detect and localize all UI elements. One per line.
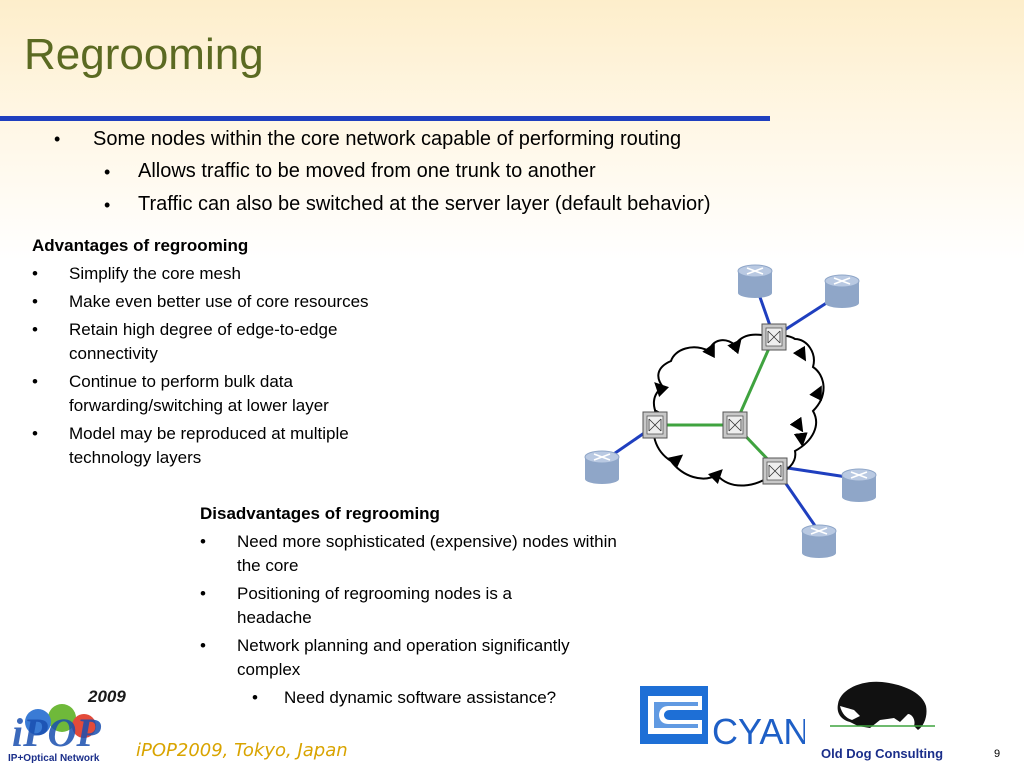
bullet-level2: Traffic can also be switched at the serv… (138, 193, 711, 215)
bullet-dot: • (54, 129, 61, 149)
optical-switch-icon (722, 411, 748, 439)
advantages-list: Advantages of regrooming •Simplify the c… (32, 236, 452, 474)
core-link (733, 336, 776, 426)
svg-text:IP+Optical Network: IP+Optical Network (8, 753, 100, 764)
page-number: 9 (994, 748, 1001, 760)
svg-text:iPOP: iPOP (12, 710, 101, 755)
access-link (778, 474, 822, 534)
optical-switch-icon (762, 457, 788, 485)
event-footer: iPOP2009, Tokyo, Japan (136, 740, 348, 761)
router-icon (841, 468, 877, 503)
list-item: •Model may be reproduced at multiple tec… (32, 424, 349, 467)
slide-title: Regrooming (24, 30, 264, 79)
disadvantages-list: Disadvantages of regrooming •Need more s… (200, 504, 640, 710)
optical-switch-icon (761, 323, 787, 351)
bullet-level2: Allows traffic to be moved from one trun… (138, 160, 596, 182)
title-rule (0, 116, 770, 121)
advantages-heading: Advantages of regrooming (32, 236, 249, 255)
company-name: Old Dog Consulting (821, 746, 944, 761)
optical-switch-icon (642, 411, 668, 439)
core-network-cloud (652, 333, 825, 487)
list-item: •Need more sophisticated (expensive) nod… (200, 532, 617, 575)
router-icon (584, 450, 620, 485)
disadvantages-heading: Disadvantages of regrooming (200, 504, 440, 523)
list-item: •Network planning and operation signific… (200, 636, 570, 679)
list-item: •Make even better use of core resources (32, 292, 369, 311)
list-item: •Continue to perform bulk data forwardin… (32, 372, 329, 415)
list-subitem: •Need dynamic software assistance? (252, 688, 557, 707)
router-icon (737, 264, 773, 299)
ipop-logo: 2009 iPOP IP+Optical Network (8, 687, 126, 764)
router-icon (824, 274, 860, 309)
bullet-level1: Some nodes within the core network capab… (93, 128, 682, 150)
list-item: •Simplify the core mesh (32, 264, 241, 283)
router-icon (801, 524, 837, 559)
regrooming-network-diagram (584, 264, 877, 559)
bullet-dot: • (104, 195, 111, 215)
svg-text:2009: 2009 (87, 687, 126, 706)
list-item: •Positioning of regrooming nodes is a he… (200, 584, 512, 627)
list-item: •Retain high degree of edge-to-edge conn… (32, 320, 338, 363)
svg-text:CYAN: CYAN (712, 711, 805, 748)
cyan-logo: CYAN (640, 686, 805, 748)
bullet-dot: • (104, 162, 111, 182)
old-dog-consulting-logo (830, 681, 935, 730)
